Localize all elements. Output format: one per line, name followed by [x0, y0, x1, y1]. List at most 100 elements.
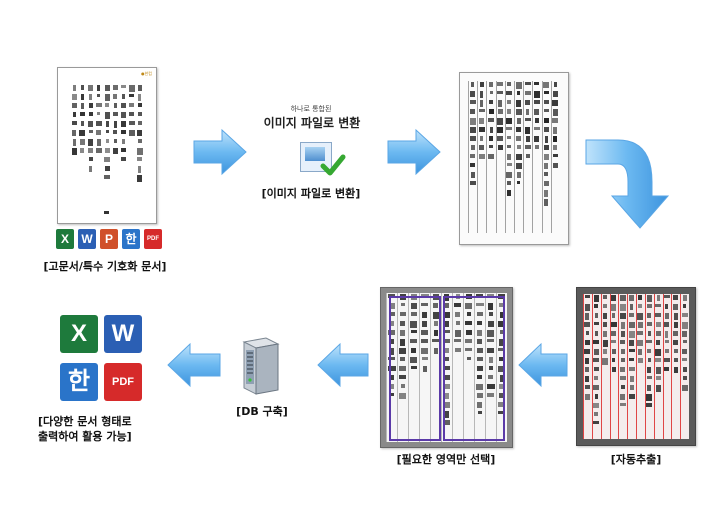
text-glyph [507, 145, 511, 148]
word-icon: W [104, 315, 142, 353]
text-glyph [629, 331, 635, 338]
text-glyph [470, 163, 475, 167]
text-glyph [664, 322, 669, 327]
text-glyph [389, 312, 395, 316]
text-glyph [665, 313, 669, 319]
text-glyph [498, 109, 503, 114]
text-glyph [89, 94, 92, 100]
text-glyph [544, 109, 549, 112]
text-glyph [552, 100, 558, 106]
text-glyph [477, 393, 483, 398]
text-glyph [638, 304, 642, 308]
text-glyph [489, 145, 493, 148]
text-glyph [499, 339, 504, 346]
scanned-text-columns [468, 81, 560, 233]
text-glyph [526, 154, 530, 158]
text-glyph [534, 82, 539, 85]
text-glyph [629, 349, 635, 352]
arrow-left-3 [167, 342, 221, 388]
text-glyph [594, 304, 598, 308]
column-rule [468, 81, 469, 233]
text-glyph [121, 157, 126, 161]
column-rule [419, 293, 420, 442]
text-glyph [444, 357, 449, 361]
text-glyph [443, 375, 450, 380]
text-glyph [647, 295, 652, 302]
text-glyph [664, 358, 670, 362]
column-rule [542, 81, 543, 233]
text-glyph [477, 366, 483, 371]
text-glyph [498, 100, 502, 107]
text-glyph [477, 330, 482, 336]
text-glyph [620, 394, 625, 400]
text-glyph [656, 322, 661, 327]
text-glyph [630, 385, 634, 390]
text-glyph [488, 303, 493, 310]
text-glyph [88, 85, 93, 91]
text-glyph [470, 181, 476, 185]
text-glyph [433, 303, 438, 308]
text-glyph [444, 402, 450, 408]
text-glyph [507, 100, 511, 104]
text-glyph [104, 175, 110, 179]
text-glyph [630, 376, 634, 382]
text-glyph [648, 331, 651, 336]
text-glyph [534, 127, 540, 130]
text-glyph [114, 103, 117, 108]
text-glyph [544, 127, 549, 132]
text-glyph [114, 121, 117, 128]
column-rule [671, 294, 672, 439]
text-glyph [553, 163, 558, 168]
text-glyph [585, 304, 590, 311]
text-glyph [647, 349, 651, 353]
text-glyph [544, 118, 549, 123]
text-glyph [138, 112, 142, 116]
text-glyph [465, 321, 472, 325]
text-glyph [683, 367, 687, 372]
text-glyph [656, 376, 661, 380]
text-glyph [465, 348, 472, 351]
text-glyph [594, 376, 598, 380]
text-glyph [629, 322, 635, 328]
text-glyph [506, 118, 512, 124]
region-selection-caption: [필요한 영역만 선택] [396, 453, 496, 466]
text-glyph [664, 367, 669, 371]
text-glyph [121, 130, 126, 134]
text-glyph [585, 340, 590, 345]
column-rule [680, 294, 681, 439]
text-glyph [138, 103, 142, 107]
text-glyph [72, 103, 77, 108]
text-glyph [682, 331, 687, 337]
text-glyph [595, 331, 598, 336]
arrow-right-1 [193, 128, 247, 176]
text-glyph [638, 322, 643, 328]
text-glyph [479, 118, 484, 124]
text-glyph [488, 118, 494, 122]
text-glyph [489, 136, 493, 141]
text-glyph [389, 348, 394, 355]
text-glyph [584, 349, 590, 354]
convert-header-small: 하나로 통합된 [290, 105, 332, 113]
scanned-image-page [459, 72, 569, 245]
text-glyph [401, 384, 405, 388]
text-glyph [410, 339, 417, 343]
text-glyph [138, 139, 142, 143]
selection-box-left [389, 296, 441, 441]
text-glyph [585, 376, 589, 382]
text-glyph [665, 349, 669, 353]
text-glyph [497, 82, 503, 86]
column-rule [551, 81, 552, 233]
text-glyph [81, 121, 84, 126]
text-glyph [400, 330, 405, 336]
text-glyph [553, 154, 558, 157]
text-glyph [96, 148, 102, 153]
text-glyph [444, 330, 450, 333]
text-glyph [421, 330, 428, 335]
text-glyph [647, 313, 651, 318]
text-glyph [647, 376, 652, 379]
column-rule [485, 293, 486, 442]
text-glyph [506, 91, 512, 95]
text-glyph [487, 339, 494, 342]
text-glyph [664, 295, 670, 298]
text-glyph [388, 357, 395, 360]
